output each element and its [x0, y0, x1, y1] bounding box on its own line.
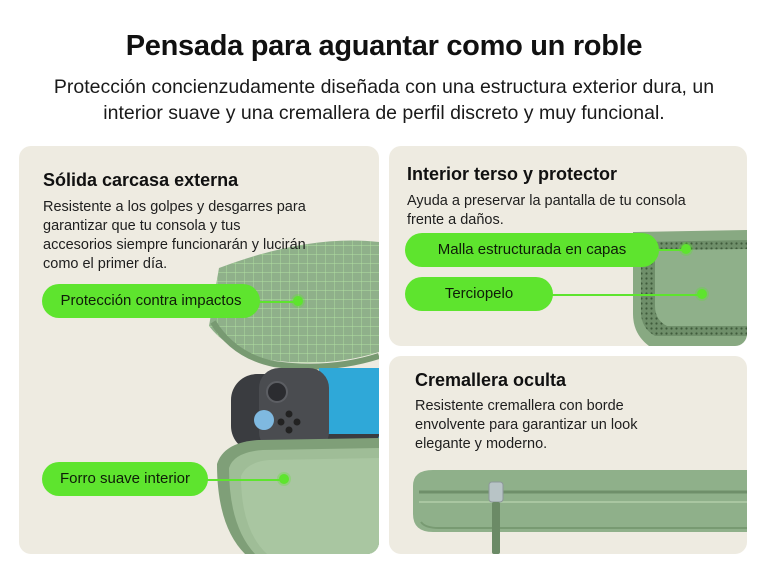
mesh-interior-illustration — [633, 230, 747, 346]
console-illustration — [231, 368, 379, 452]
velvet-callout-dot — [697, 289, 707, 299]
page-subtitle: Protección concienzudamente diseñada con… — [53, 76, 715, 124]
impact-callout-dot — [293, 296, 303, 306]
case-shell-illustration — [209, 240, 379, 554]
zipper-title: Cremallera oculta — [415, 370, 567, 390]
mesh-callout-line — [649, 249, 685, 251]
soft-lining-callout: Forro suave interior — [42, 462, 208, 496]
interior-feature-panel: Interior terso y protector Ayuda a prese… — [389, 146, 747, 346]
interior-description: Ayuda a preservar la pantalla de tu cons… — [407, 193, 686, 228]
mesh-callout-dot — [681, 244, 691, 254]
layered-mesh-callout: Malla estructurada en capas — [405, 233, 659, 267]
lining-callout-line — [199, 479, 285, 481]
impact-callout-line — [249, 301, 299, 303]
shell-title: Sólida carcasa externa — [43, 170, 239, 190]
interior-title: Interior terso y protector — [407, 164, 618, 184]
lining-callout-dot — [279, 474, 289, 484]
velvet-callout: Terciopelo — [405, 277, 553, 311]
zipper-illustration — [413, 470, 747, 554]
shell-feature-panel: Sólida carcasa externa Resistente a los … — [19, 146, 379, 554]
page-title: Pensada para aguantar como un roble — [125, 30, 643, 62]
shell-description: Resistente a los golpes y desgarres para… — [43, 199, 306, 272]
zipper-description: Resistente cremallera con borde envolven… — [415, 398, 638, 452]
velvet-callout-line — [549, 294, 701, 296]
impact-protection-callout: Protección contra impactos — [42, 284, 260, 318]
zipper-feature-panel: Cremallera oculta Resistente cremallera … — [389, 356, 747, 554]
